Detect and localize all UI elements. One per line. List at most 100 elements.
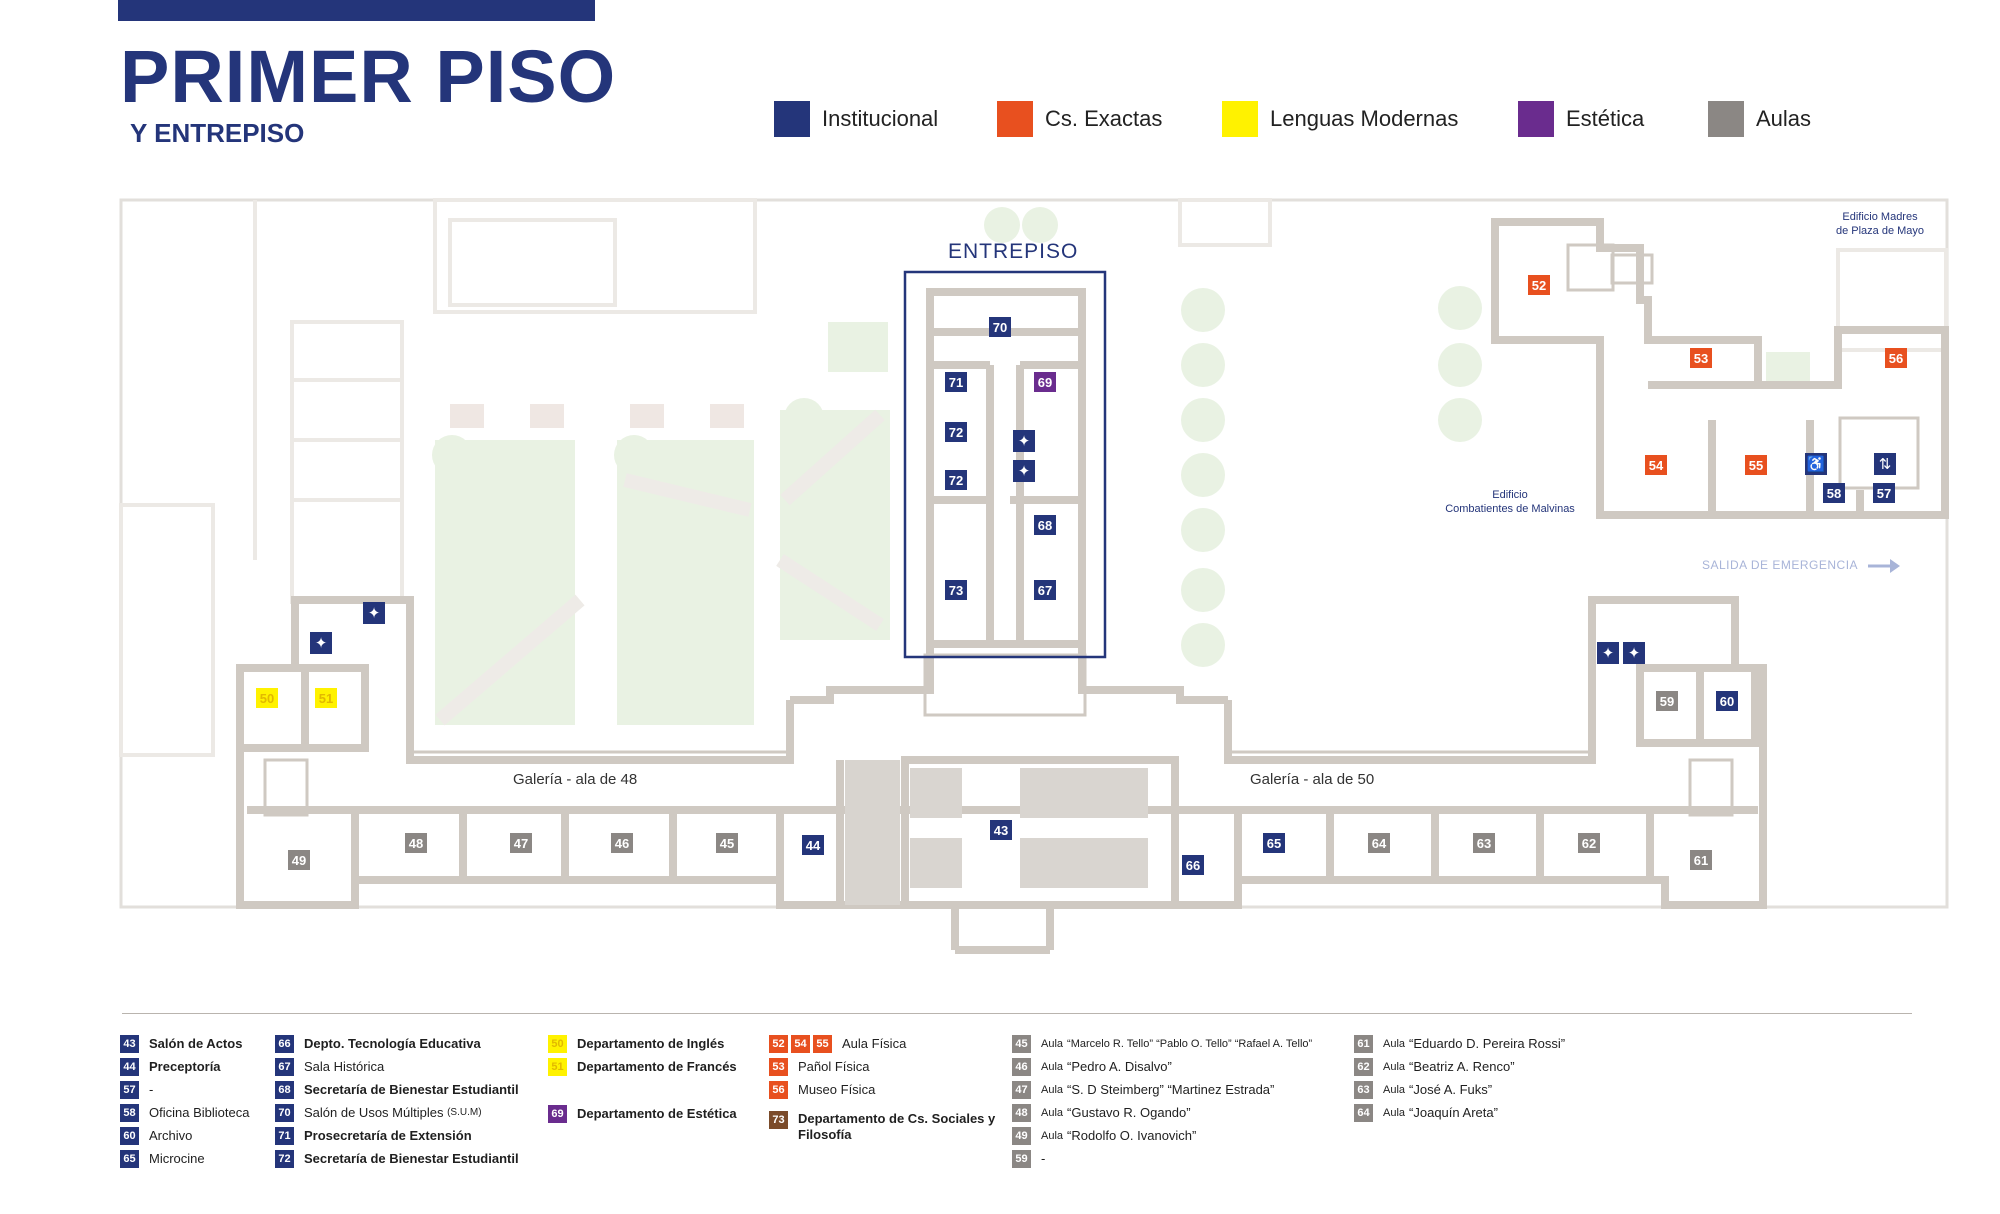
legend-num: 51 — [548, 1057, 567, 1076]
legend-num: 45 — [1012, 1034, 1031, 1053]
aula-prefix: Aula — [1041, 1060, 1064, 1073]
restroom-icon: ✦ — [1013, 460, 1035, 482]
legend-text: Secretaría de Bienestar Estudiantil — [304, 1082, 519, 1097]
legend-text: - — [1041, 1151, 1046, 1166]
edificio-combatientes-line2: Combatientes de Malvinas — [1445, 503, 1575, 516]
room-67[interactable]: 67 — [1034, 580, 1056, 600]
room-62[interactable]: 62 — [1578, 833, 1600, 853]
room-64[interactable]: 64 — [1368, 833, 1390, 853]
legend-num: 59 — [1012, 1149, 1031, 1168]
room-52[interactable]: 52 — [1528, 275, 1550, 295]
entrepiso-label: ENTREPISO — [948, 240, 1079, 263]
legend-text: “Beatriz A. Renco” — [1409, 1059, 1515, 1074]
legend-num: 64 — [1354, 1103, 1373, 1122]
room-63[interactable]: 63 — [1473, 833, 1495, 853]
edificio-combatientes-line1: Edificio — [1492, 489, 1528, 501]
room-61[interactable]: 61 — [1690, 850, 1712, 870]
room-48[interactable]: 48 — [405, 833, 427, 853]
legend-num: 71 — [275, 1126, 294, 1145]
legend-num: 65 — [120, 1149, 139, 1168]
legend-text: Salón de Actos — [149, 1036, 243, 1051]
edificio-madres-line1: Edificio Madres — [1842, 211, 1918, 223]
legend-num: 52 — [769, 1034, 788, 1053]
legend-swatch — [1518, 101, 1554, 137]
legend-text: “Gustavo R. Ogando” — [1067, 1105, 1191, 1120]
legend-num: 54 — [791, 1034, 810, 1053]
legend-text: Secretaría de Bienestar Estudiantil — [304, 1151, 519, 1166]
aula-prefix: Aula — [1041, 1037, 1064, 1050]
room-59[interactable]: 59 — [1656, 691, 1678, 711]
legend-item: 72 Secretaría de Bienestar Estudiantil — [275, 1147, 519, 1170]
legend-lenguas-modernas: Lenguas Modernas — [1222, 101, 1458, 137]
room-58[interactable]: 58 — [1823, 483, 1845, 503]
room-54[interactable]: 54 — [1645, 455, 1667, 475]
room-57[interactable]: 57 — [1873, 483, 1895, 503]
room-70[interactable]: 70 — [989, 317, 1011, 337]
restroom-icon: ✦ — [310, 632, 332, 654]
room-72-b[interactable]: 72 — [945, 470, 967, 490]
legend-text: “José A. Fuks” — [1409, 1082, 1493, 1097]
legend-estetica: Estética — [1518, 101, 1644, 137]
legend-num: 48 — [1012, 1103, 1031, 1122]
legend-swatch — [1222, 101, 1258, 137]
legend-item: 66 Depto. Tecnología Educativa — [275, 1032, 519, 1055]
legend-text: “Rodolfo O. Ivanovich” — [1067, 1128, 1197, 1143]
room-45[interactable]: 45 — [716, 833, 738, 853]
legend-text: Sala Histórica — [304, 1059, 385, 1074]
page-subtitle: Y ENTREPISO — [130, 118, 305, 148]
legend-text: Departamento de Estética — [577, 1106, 737, 1121]
room-65[interactable]: 65 — [1263, 833, 1285, 853]
aula-prefix: Aula — [1041, 1083, 1064, 1096]
room-53[interactable]: 53 — [1690, 348, 1712, 368]
room-44[interactable]: 44 — [802, 835, 824, 855]
room-43[interactable]: 43 — [990, 820, 1012, 840]
legend-num: 68 — [275, 1080, 294, 1099]
room-47[interactable]: 47 — [510, 833, 532, 853]
room-60[interactable]: 60 — [1716, 691, 1738, 711]
room-46[interactable]: 46 — [611, 833, 633, 853]
room-72-a[interactable]: 72 — [945, 422, 967, 442]
edificio-madres-line2: de Plaza de Mayo — [1835, 225, 1925, 238]
legend-num: 55 — [813, 1034, 832, 1053]
room-71[interactable]: 71 — [945, 372, 967, 392]
room-73[interactable]: 73 — [945, 580, 967, 600]
room-69[interactable]: 69 — [1034, 372, 1056, 392]
room-51[interactable]: 51 — [315, 688, 337, 708]
room-55[interactable]: 55 — [1745, 455, 1767, 475]
room-66[interactable]: 66 — [1182, 855, 1204, 875]
legend-num: 66 — [275, 1034, 294, 1053]
legend-num: 70 — [275, 1103, 294, 1122]
restroom-icon: ✦ — [1597, 642, 1619, 664]
emergency-exit-label: SALIDA DE EMERGENCIA — [1702, 558, 1859, 572]
room-68[interactable]: 68 — [1034, 515, 1056, 535]
legend-item: 59- — [1012, 1147, 1312, 1170]
legend-num: 72 — [275, 1149, 294, 1168]
legend-text: “S. D Steimberg” “Martinez Estrada” — [1067, 1082, 1275, 1097]
legend-label: Lenguas Modernas — [1270, 106, 1459, 131]
room-56[interactable]: 56 — [1885, 348, 1907, 368]
room-50[interactable]: 50 — [256, 688, 278, 708]
legend-num: 60 — [120, 1126, 139, 1145]
legend-text: “Marcelo R. Tello” “Pablo O. Tello” “Raf… — [1067, 1037, 1313, 1050]
legend-item: 57- — [120, 1078, 249, 1101]
top-accent-bar — [118, 0, 595, 21]
legend-swatch — [1708, 101, 1744, 137]
room-49[interactable]: 49 — [288, 850, 310, 870]
restroom-icon: ✦ — [1013, 430, 1035, 452]
aula-prefix: Aula — [1041, 1129, 1064, 1142]
legend-text: Depto. Tecnología Educativa — [304, 1036, 481, 1051]
